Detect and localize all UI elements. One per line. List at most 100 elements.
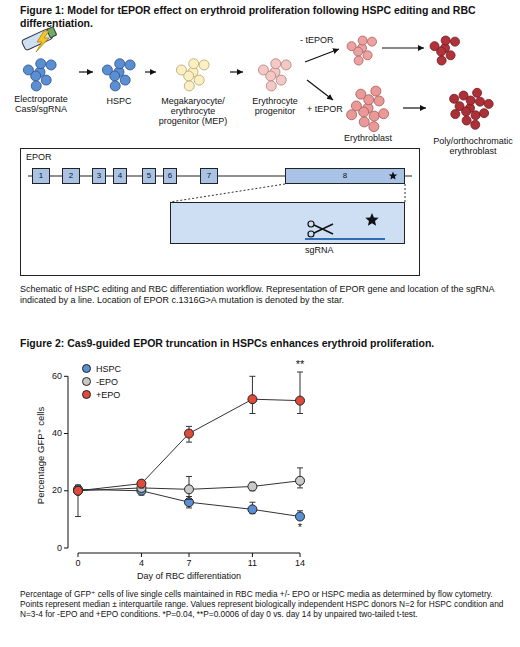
scissors-handle <box>308 231 314 237</box>
cell <box>451 37 460 46</box>
axis-title: Percentage GFP⁺ cells <box>35 406 46 503</box>
cell <box>369 111 379 121</box>
cell <box>184 81 194 91</box>
data-series <box>74 485 305 521</box>
cell <box>258 65 268 75</box>
tick <box>78 553 79 557</box>
series-line <box>78 399 300 491</box>
cell <box>359 117 369 127</box>
mature-cells <box>430 36 459 65</box>
stage-label: HSPC <box>95 96 143 106</box>
cell <box>46 60 56 70</box>
cell <box>476 97 485 106</box>
cell <box>31 81 41 91</box>
exon-box: 6 <box>163 168 177 184</box>
branch-label: + tEPOR <box>306 104 344 115</box>
cell <box>266 81 276 91</box>
data-point <box>248 482 257 491</box>
cell <box>199 60 209 70</box>
legend-swatch <box>82 377 91 386</box>
exon-box: 5 <box>142 168 156 184</box>
mep-cells <box>176 59 209 91</box>
sgrna-line <box>305 238 385 240</box>
cell <box>471 120 480 129</box>
data-point <box>185 485 194 494</box>
tick <box>64 548 68 549</box>
stage-label: Poly/orthochromatic erythroblast <box>428 136 518 156</box>
exon-box: 4 <box>113 168 127 184</box>
cell-stage: Megakaryocyte/ erythrocyte progenitor (M… <box>158 52 228 126</box>
axis-title: Day of RBC differentiation <box>137 571 241 582</box>
flow-arrow <box>230 71 243 72</box>
cell <box>276 75 286 85</box>
tick-label: 4 <box>139 558 144 569</box>
cell <box>368 37 377 46</box>
tick <box>64 433 68 434</box>
cell <box>110 81 120 91</box>
exon-fill <box>285 168 405 184</box>
cell <box>484 99 493 108</box>
branch-arrow <box>382 47 424 48</box>
cell <box>194 75 204 85</box>
cell <box>374 96 384 106</box>
cell <box>189 59 199 69</box>
box-label: sgRNA <box>305 245 334 255</box>
y-axis <box>68 376 69 548</box>
tick <box>252 553 253 557</box>
zoom-fill <box>170 202 405 244</box>
cell-stage: Electroporate Cas9/sgRNA <box>5 30 77 114</box>
cell <box>356 89 366 99</box>
exon-fill <box>113 168 127 184</box>
tick <box>189 553 190 557</box>
exon-number: 5 <box>143 169 155 183</box>
cell <box>363 51 372 60</box>
scissors-handle <box>308 221 314 227</box>
lightning-bolt <box>36 31 49 52</box>
cell <box>120 75 130 85</box>
cell <box>271 59 281 69</box>
cell <box>176 65 186 75</box>
cell <box>450 94 459 103</box>
mutation-star <box>389 172 398 180</box>
exon-number: 1 <box>33 169 49 183</box>
data-series <box>74 372 305 495</box>
figure-title: Figure 2: Cas9-guided EPOR truncation in… <box>20 338 500 349</box>
exon-fill <box>142 168 156 184</box>
tick <box>64 490 68 491</box>
exon-number: 6 <box>164 169 176 183</box>
data-point <box>74 486 83 495</box>
flow-arrow <box>79 71 93 72</box>
exon-number: 7 <box>201 169 217 183</box>
exon-box: 3 <box>92 168 106 184</box>
cell <box>125 60 135 70</box>
data-point <box>137 479 146 488</box>
exon-number: 3 <box>93 169 105 183</box>
cell <box>459 91 468 100</box>
tick-label: 0 <box>75 558 80 569</box>
legend-swatch <box>82 390 91 399</box>
mature-cells <box>450 88 494 129</box>
cell <box>437 56 446 65</box>
tick <box>300 553 301 557</box>
zoom-box: sgRNA <box>170 202 405 244</box>
stage-label: Erythrocyte progenitor <box>245 96 305 116</box>
legend-entry: HSPC <box>82 364 121 375</box>
legend-label: HSPC <box>96 364 121 374</box>
tick-label: 0 <box>57 543 62 554</box>
legend-entry: +EPO <box>82 390 120 401</box>
hspc-cells <box>23 59 56 91</box>
error-bar <box>297 372 303 413</box>
gene-box: EPOR12345678sgRNA <box>20 148 420 276</box>
branch-arrow <box>305 49 339 62</box>
data-point <box>248 395 257 404</box>
data-point <box>248 505 257 514</box>
erythroid-cells <box>347 36 376 65</box>
cell <box>351 101 361 111</box>
scissors-symbol <box>308 221 333 237</box>
flow-arrow <box>307 80 333 100</box>
cell <box>451 110 460 119</box>
exon-box: 7 <box>200 168 218 184</box>
figure-title: Figure 1: Model for tEPOR effect on eryt… <box>20 4 500 30</box>
cell <box>369 122 379 132</box>
data-point <box>296 476 305 485</box>
